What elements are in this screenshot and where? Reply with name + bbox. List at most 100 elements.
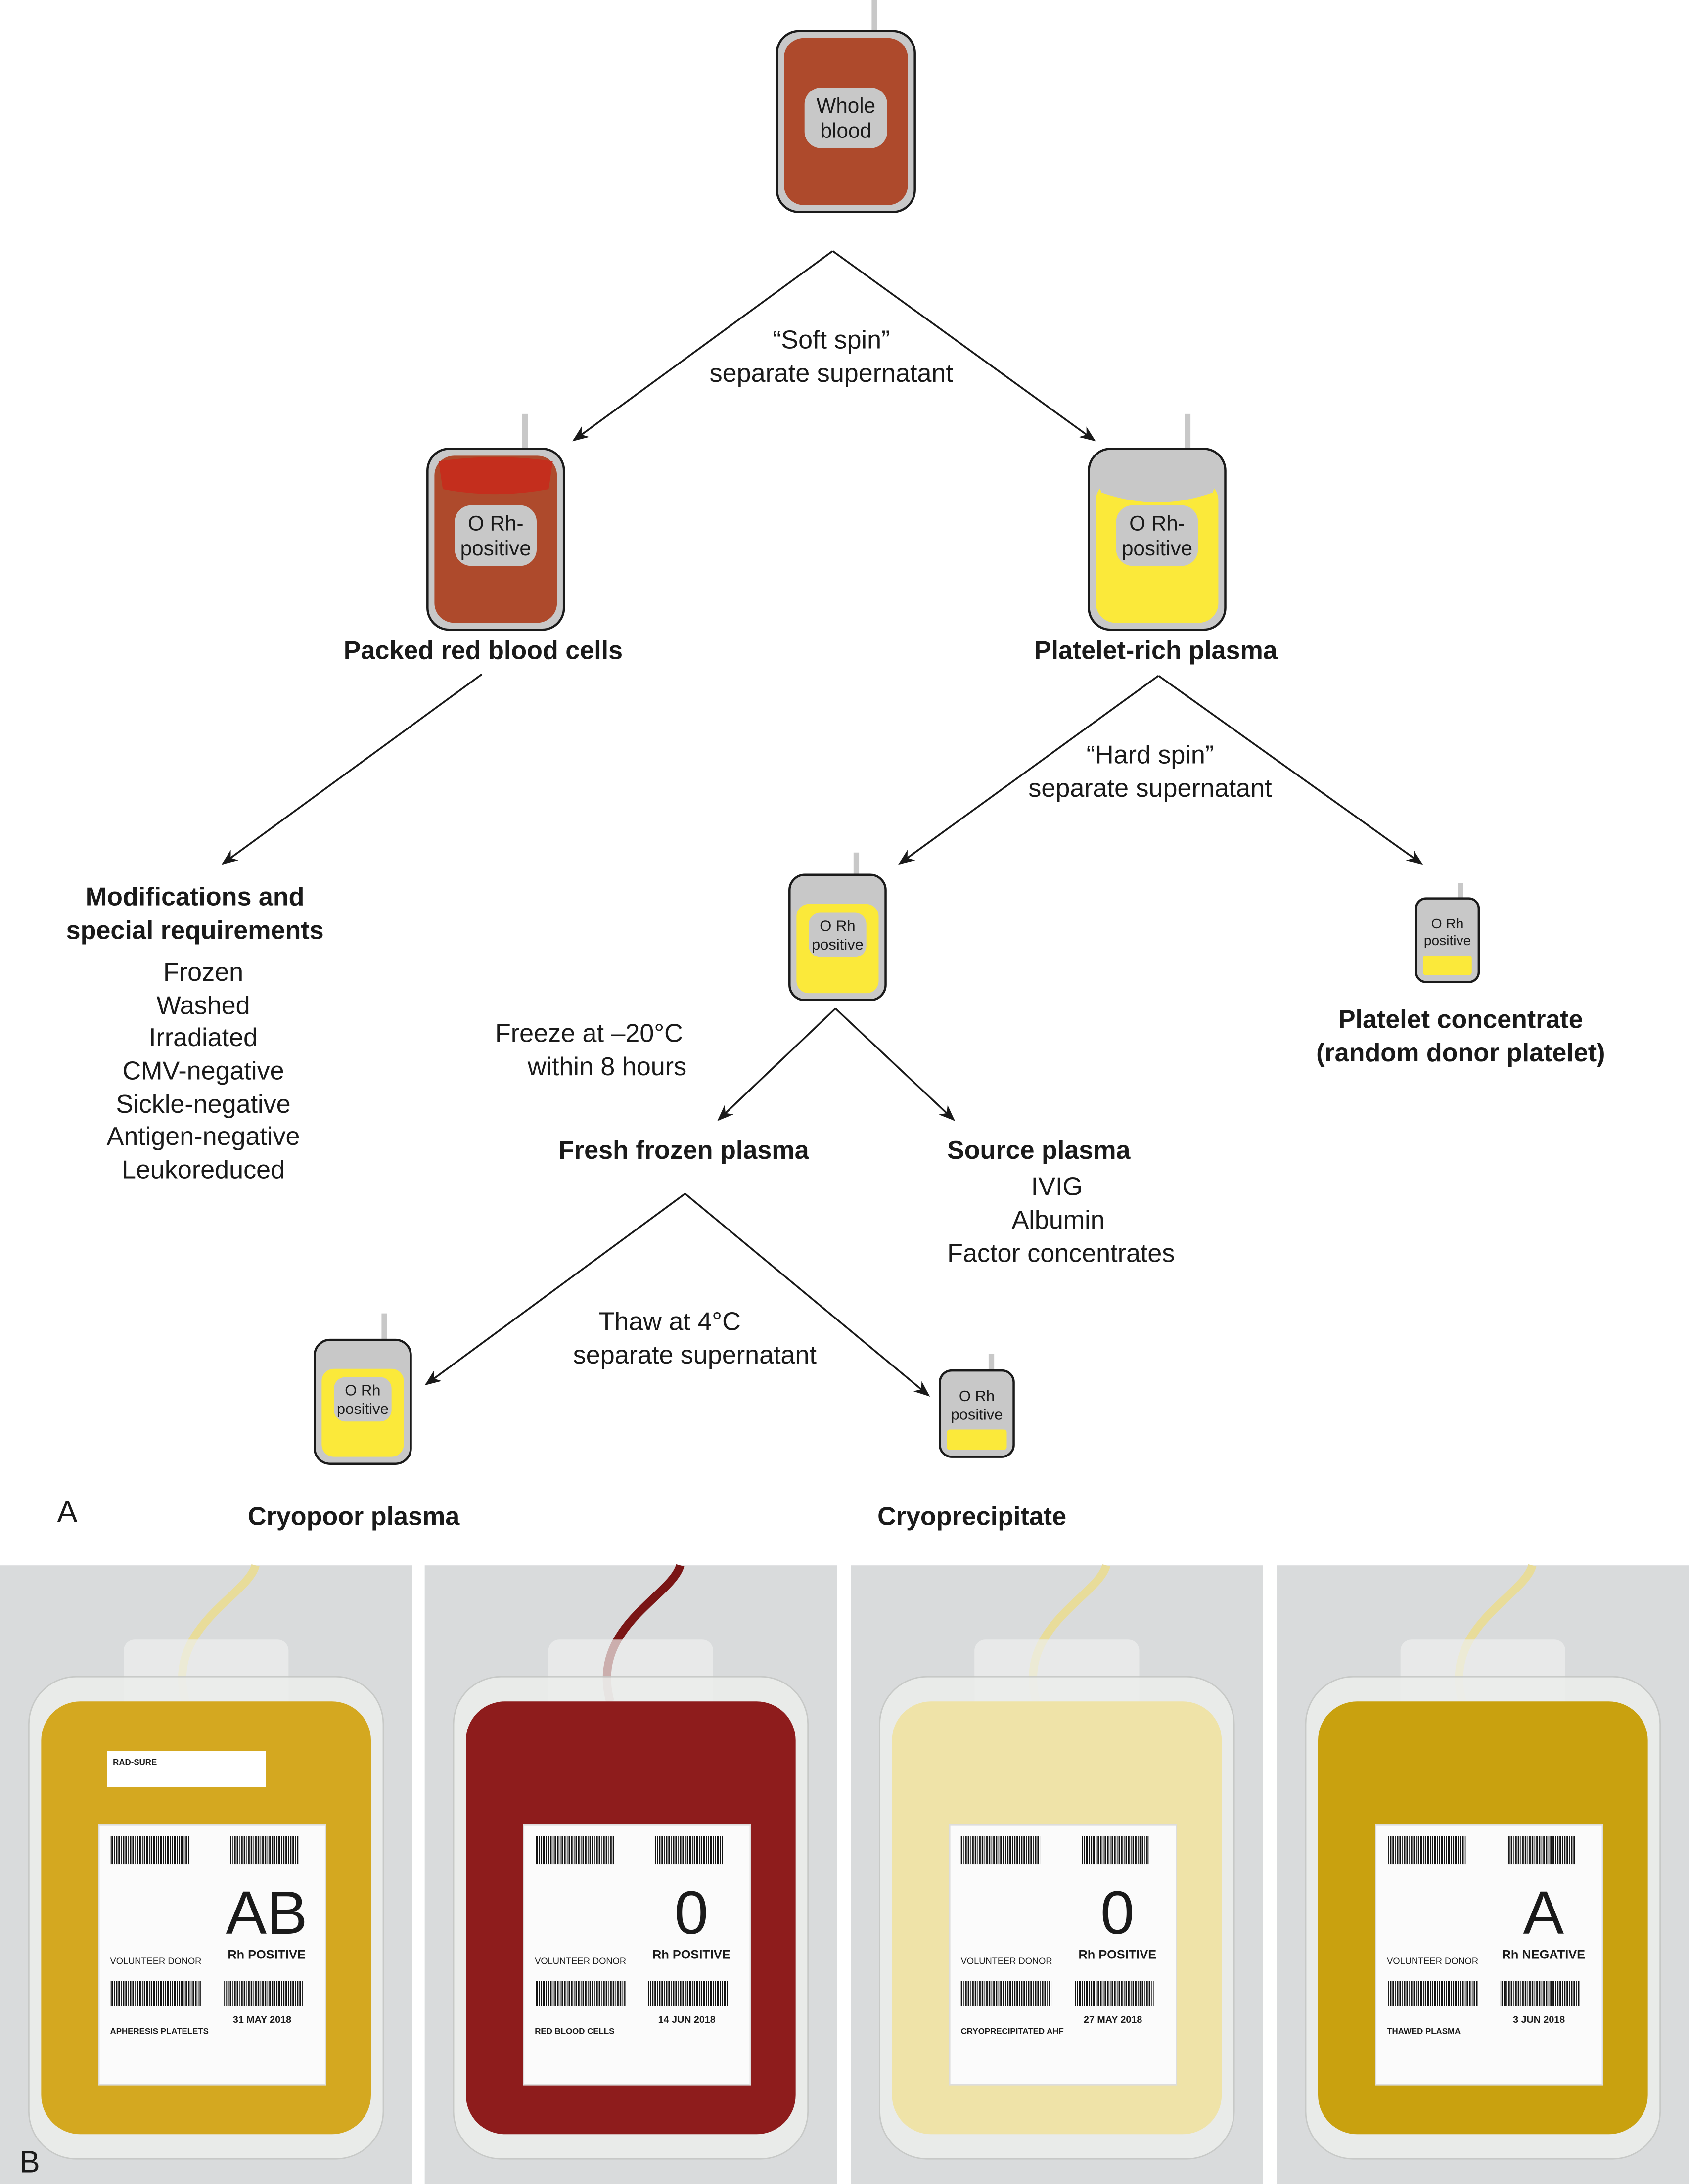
bag-label-text: O Rh	[959, 1387, 995, 1405]
donor-type: VOLUNTEER DONOR	[110, 1956, 202, 1966]
arrow-prp-to-plasma	[898, 675, 1159, 865]
bag-label-text: positive	[1424, 933, 1471, 948]
soft-spin-detail: separate supernatant	[710, 359, 954, 388]
photo-panel-b: A B Rh POSITIVE VOLUNTEER DONOR 31 MAY 2018A…	[0, 1564, 1689, 2184]
donor-type: VOLUNTEER DONOR	[535, 1956, 626, 1966]
prp-title: Platelet-rich plasma	[1034, 636, 1278, 665]
rh-type: Rh POSITIVE	[228, 1948, 306, 1961]
arrow-plasma-to-source	[834, 1007, 955, 1121]
bag-label-box	[455, 505, 537, 566]
bag-label-text: O Rh	[820, 917, 855, 935]
barcode	[1500, 1981, 1580, 2006]
bag-platelet-rich-plasma: O Rh-positive	[1088, 413, 1227, 631]
barcode	[1081, 1836, 1149, 1865]
barcode	[960, 1981, 1052, 2006]
bag-packed-rbc: O Rh-positive	[426, 413, 565, 631]
platelet-concentrate-subtitle: (random donor platelet)	[1316, 1039, 1605, 1067]
modification-item: Leukoreduced	[122, 1156, 285, 1184]
modification-item: Frozen	[163, 958, 243, 987]
packed-rbc-title: Packed red blood cells	[344, 636, 623, 665]
blood-type: 0	[1100, 1879, 1135, 1947]
source-plasma-item: IVIG	[1031, 1172, 1083, 1201]
product-label	[1375, 1824, 1603, 2086]
source-plasma-title: Source plasma	[947, 1136, 1131, 1165]
expiration-date: 27 MAY 2018	[1084, 2014, 1142, 2025]
thaw-detail: separate supernatant	[573, 1341, 817, 1369]
cryo-title: Cryoprecipitate	[877, 1502, 1066, 1531]
product-labels: Packed red blood cells Platelet-rich pla…	[57, 636, 1605, 1531]
panel-b-letter: B	[19, 2145, 40, 2180]
blood-type: A	[1523, 1879, 1564, 1947]
modification-item: CMV-negative	[122, 1057, 284, 1086]
modification-item: Sickle-negative	[116, 1090, 290, 1119]
rh-type: Rh POSITIVE	[652, 1948, 730, 1961]
bag-label-text: blood	[821, 119, 871, 142]
modification-item: Antigen-negative	[107, 1122, 300, 1151]
product-label	[949, 1824, 1177, 2086]
barcode	[1387, 1836, 1466, 1865]
freeze-label: Freeze at –20°C	[495, 1019, 683, 1048]
barcode	[230, 1836, 299, 1865]
bag-label-text: positive	[812, 936, 864, 953]
barcode	[535, 1981, 626, 2006]
modification-item: Washed	[156, 991, 250, 1020]
hard-spin-label: “Hard spin”	[1087, 741, 1214, 770]
arrow-prbc-to-modifications	[221, 673, 483, 865]
plasma-fill	[947, 1429, 1007, 1450]
arrow-whole-to-prbc	[572, 250, 833, 442]
indicator-brand: RAD-SURE	[113, 1757, 157, 1767]
source-plasma-item: Factor concentrates	[947, 1239, 1175, 1268]
bag-label-box	[334, 1377, 392, 1422]
bag-label-text: positive	[337, 1400, 389, 1417]
arrows	[221, 250, 1423, 1397]
hard-spin-detail: separate supernatant	[1028, 774, 1272, 803]
arrow-prp-to-platelets	[1158, 675, 1423, 865]
source-plasma-item: Albumin	[1012, 1206, 1105, 1234]
product-name: THAWED PLASMA	[1387, 2027, 1461, 2036]
thaw-label: Thaw at 4°C	[599, 1307, 741, 1336]
barcode	[648, 1981, 728, 2006]
modifications-title-2: special requirements	[66, 916, 324, 945]
rh-type: Rh NEGATIVE	[1502, 1948, 1585, 1961]
irradiation-indicator	[107, 1751, 266, 1787]
expiration-date: 3 JUN 2018	[1513, 2014, 1565, 2025]
bag-label-text: Whole	[816, 94, 875, 117]
freeze-detail: within 8 hours	[527, 1052, 686, 1081]
red-cell-top-fill	[438, 457, 553, 495]
barcode	[1507, 1836, 1575, 1865]
cryopoor-title: Cryopoor plasma	[248, 1502, 460, 1531]
arrow-whole-to-prp	[832, 250, 1096, 442]
product-label	[98, 1824, 326, 2086]
donor-type: VOLUNTEER DONOR	[961, 1956, 1052, 1966]
expiration-date: 31 MAY 2018	[233, 2014, 291, 2025]
donor-type: VOLUNTEER DONOR	[1387, 1956, 1478, 1966]
arrow-plasma-to-ffp	[717, 1007, 836, 1121]
arrow-ffp-to-cryopoor	[424, 1193, 686, 1386]
plasma-fill	[1423, 956, 1472, 975]
product-name: RED BLOOD CELLS	[535, 2027, 614, 2036]
barcode	[1074, 1981, 1154, 2006]
modifications-title-1: Modifications and	[86, 883, 305, 911]
barcode	[1387, 1981, 1478, 2006]
blood-type: 0	[674, 1879, 708, 1947]
bag-label-text: O Rh	[345, 1382, 380, 1399]
modification-item: Irradiated	[149, 1023, 258, 1052]
expiration-date: 14 JUN 2018	[658, 2014, 716, 2025]
product-name: APHERESIS PLATELETS	[110, 2027, 209, 2036]
bag-label-box	[1116, 505, 1198, 566]
photo-bag-2: 0Rh POSITIVE VOLUNTEER DONOR 14 JUN 2018RE…	[424, 1564, 837, 2184]
rh-type: Rh POSITIVE	[1079, 1948, 1157, 1961]
panel-a-letter: A	[57, 1495, 78, 1529]
ffp-title: Fresh frozen plasma	[558, 1136, 810, 1165]
platelet-poor-top	[1096, 461, 1219, 502]
barcode	[960, 1836, 1041, 1865]
barcode	[110, 1836, 189, 1865]
